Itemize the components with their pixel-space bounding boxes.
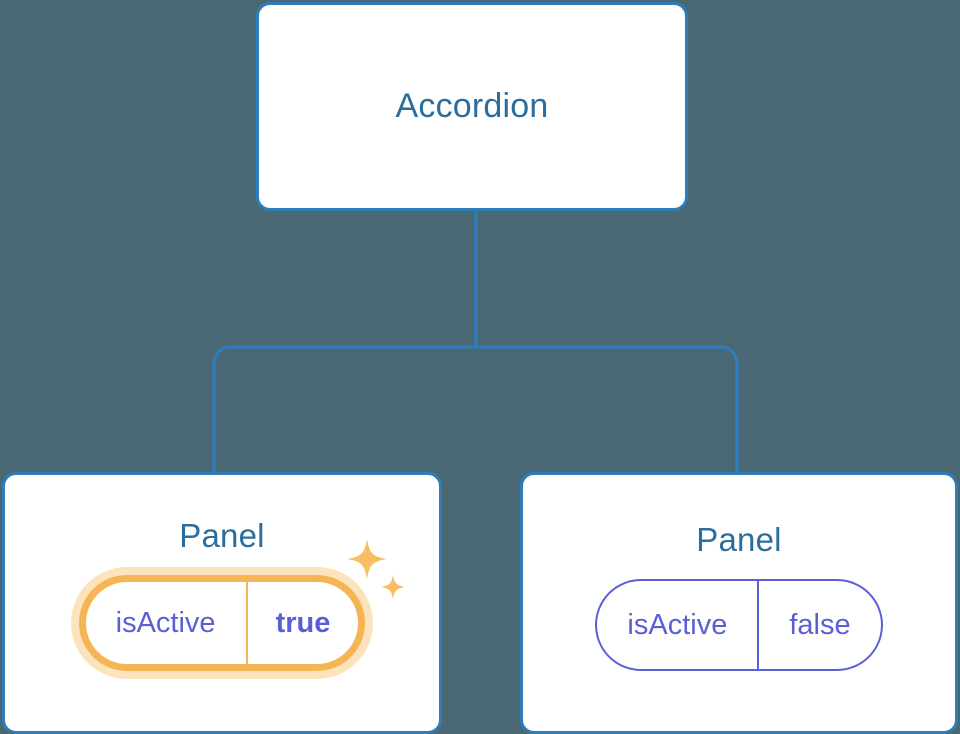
sparkle-small-icon xyxy=(381,575,406,599)
node-accordion-title: Accordion xyxy=(395,87,549,125)
connector-branch-right xyxy=(476,345,739,472)
node-panel-left-title: Panel xyxy=(179,517,265,554)
panel-right-content: Panel isActive false xyxy=(523,475,955,734)
panel-left-content: Panel isActive true xyxy=(5,475,439,734)
node-panel-right[interactable]: Panel isActive false xyxy=(520,472,958,734)
prop-pill-isactive-true[interactable]: isActive true xyxy=(78,575,366,671)
prop-key-left: isActive xyxy=(86,582,248,664)
prop-pill-wrapper-left: isActive true xyxy=(78,539,406,671)
node-accordion[interactable]: Accordion xyxy=(256,2,688,211)
sparkle-icon xyxy=(347,539,388,579)
prop-pill-isactive-false[interactable]: isActive false xyxy=(595,579,883,671)
prop-value-right: false xyxy=(789,608,851,641)
node-panel-left[interactable]: Panel isActive true xyxy=(2,472,442,734)
node-panel-right-title: Panel xyxy=(696,521,782,558)
prop-pill-wrapper-right: isActive false xyxy=(595,579,883,671)
connector-branch-left xyxy=(212,345,476,472)
prop-key-right: isActive xyxy=(597,581,760,669)
prop-value-left: true xyxy=(275,606,331,639)
